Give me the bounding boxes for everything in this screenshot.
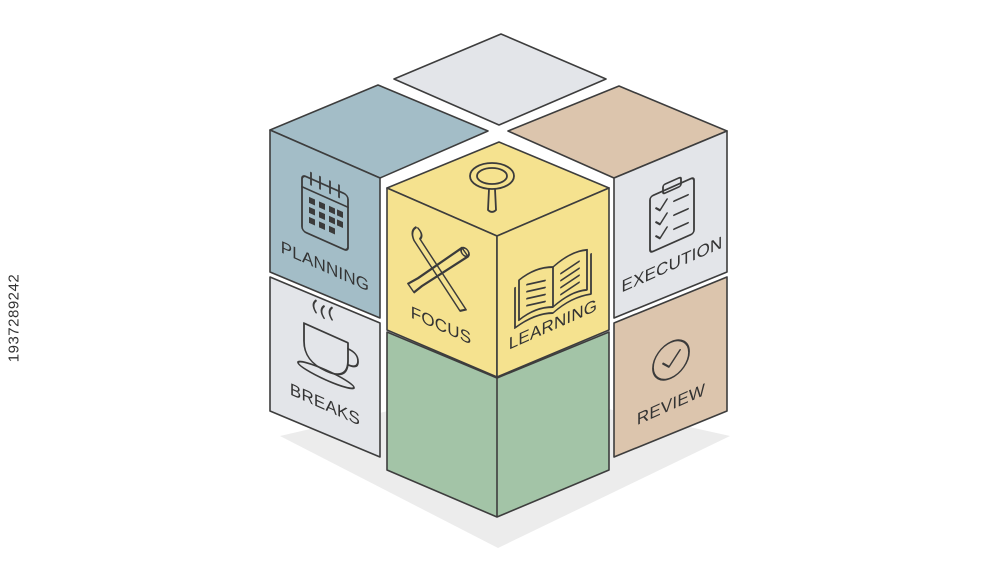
checkmark-circle-icon bbox=[652, 339, 690, 381]
side-id-text: 1937289242 bbox=[5, 273, 23, 363]
magnifier-icon bbox=[469, 162, 515, 213]
coffee-cup-icon bbox=[297, 299, 359, 390]
open-book-icon bbox=[514, 248, 592, 329]
checklist-icon bbox=[649, 176, 695, 253]
back-top-face bbox=[393, 33, 607, 126]
execution-face bbox=[613, 130, 728, 319]
review-face bbox=[613, 276, 728, 458]
tools-icon bbox=[407, 226, 470, 312]
calendar-icon bbox=[301, 171, 349, 251]
breaks-face bbox=[269, 276, 381, 458]
